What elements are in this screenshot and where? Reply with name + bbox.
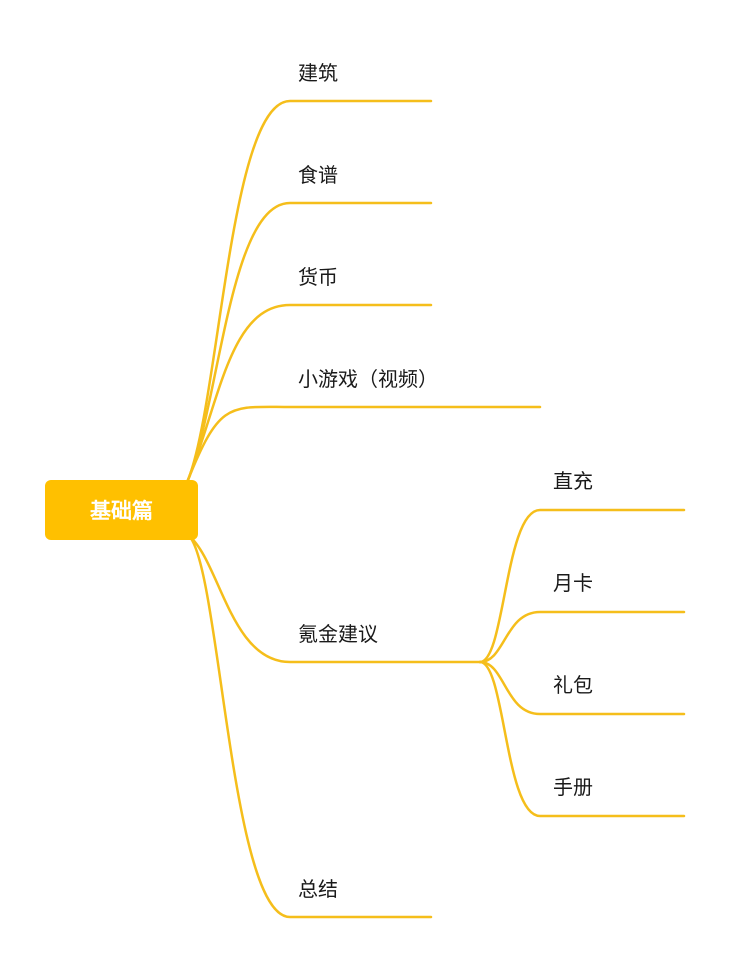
sub-label-monthly-card[interactable]: 月卡: [553, 571, 593, 595]
sub-edge-pass: [478, 660, 686, 818]
branch-label-summary[interactable]: 总结: [298, 877, 338, 901]
sub-edge-monthly-card: [478, 610, 686, 664]
branch-label-spending-advice[interactable]: 氪金建议: [298, 622, 378, 646]
branch-label-recipes[interactable]: 食谱: [298, 163, 338, 187]
branch-label-architecture[interactable]: 建筑: [298, 61, 338, 85]
branch-label-minigame[interactable]: 小游戏（视频）: [298, 367, 438, 391]
sub-edge-gift-pack: [478, 660, 686, 716]
branch-edge-summary: [186, 533, 433, 919]
branch-edge-currency: [186, 303, 433, 482]
branch-edge-minigame: [186, 405, 542, 482]
branch-label-currency[interactable]: 货币: [298, 265, 338, 289]
sub-label-pass[interactable]: 手册: [553, 775, 593, 799]
sub-label-direct-topup[interactable]: 直充: [553, 469, 593, 493]
root-label: 基础篇: [90, 499, 153, 523]
root-node[interactable]: 基础篇: [45, 480, 198, 540]
sub-edge-direct-topup: [478, 508, 686, 664]
sub-label-gift-pack[interactable]: 礼包: [553, 673, 593, 697]
branch-edge-recipes: [186, 201, 433, 482]
branch-edge-spending-advice: [186, 533, 482, 664]
branch-edge-architecture: [186, 99, 433, 482]
